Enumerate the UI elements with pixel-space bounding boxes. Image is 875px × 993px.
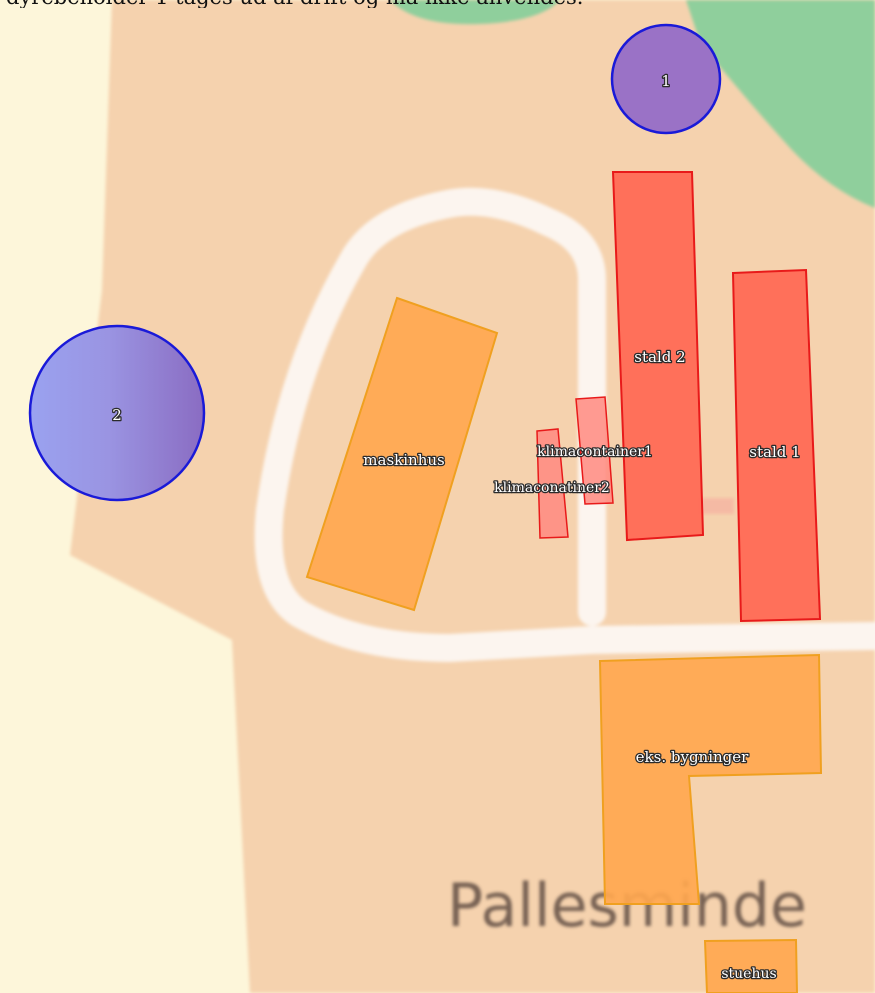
road [254,187,875,662]
stald-1-shape [731,268,822,623]
forest-right [686,0,875,208]
stald-1-label: stald 1 [749,443,800,461]
tank-1-shape [610,23,722,135]
building-klimacontainer2[interactable] [536,428,569,539]
building-stuehus[interactable]: stuehus [703,938,799,993]
klimacontainer2-label: klimaconatiner2 [494,480,610,496]
tank-1[interactable]: 1 [610,23,722,135]
stald-2-shape [611,171,705,542]
building-klimacontainer1[interactable] [575,396,614,505]
stald-2-label: stald 2 [634,348,685,366]
maskinhus-shape [305,296,499,612]
klimacontainer2-shape [536,428,569,539]
tank-1-label: 1 [661,72,671,90]
building-stald-1[interactable]: stald 1 [731,268,822,623]
stuehus-shape [703,938,799,993]
eks-bygninger-shape [598,653,823,905]
building-maskinhus[interactable]: maskinhus [305,296,499,612]
tank-2-label: 2 [112,406,122,424]
forest-top [390,0,560,25]
tank-2[interactable]: 2 [28,324,206,502]
stuehus-label: stuehus [721,966,776,982]
klimacontainer1-shape [575,396,614,505]
maskinhus-label: maskinhus [363,451,444,469]
caption-text: dyrebeholder 1 tages ud af drift og må i… [6,0,875,8]
faint-marking [698,498,734,514]
tank-2-shape [28,324,206,502]
eks-bygninger-label: eks. bygninger [636,748,749,766]
building-stald-2[interactable]: stald 2 [611,171,705,542]
klimacontainer1-label: klimacontainer1 [537,444,653,460]
building-eks-bygninger[interactable]: eks. bygninger [598,653,823,905]
